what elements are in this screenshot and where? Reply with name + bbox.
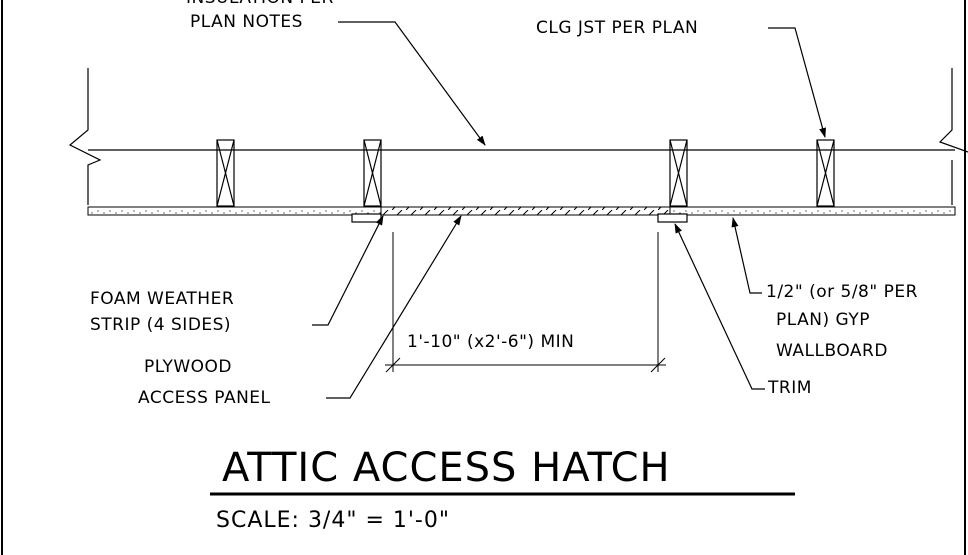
plywood-access-panel	[380, 206, 671, 216]
detail-scale: SCALE: 3/4" = 1'-0"	[216, 508, 450, 533]
joist-4	[816, 139, 835, 207]
joist-3	[669, 139, 688, 207]
label-clg-jst: CLG JST PER PLAN	[536, 18, 699, 38]
leader-gyp	[731, 217, 762, 294]
ceiling-joists	[216, 139, 835, 207]
label-plan-notes: PLAN NOTES	[190, 12, 303, 32]
label-foam-line2: STRIP (4 SIDES)	[90, 315, 232, 335]
leader-clg-jst	[768, 27, 826, 138]
label-dimension: 1'-10" (x2'-6") MIN	[407, 332, 575, 352]
leaders	[312, 21, 826, 399]
leader-foam	[312, 215, 384, 326]
label-gyp-line3: WALLBOARD	[776, 341, 888, 361]
framing-lines	[68, 68, 968, 205]
label-trim: TRIM	[768, 378, 812, 398]
label-foam-line1: FOAM WEATHER	[90, 289, 235, 309]
detail-title: ATTIC ACCESS HATCH	[222, 445, 671, 491]
joist-1	[216, 139, 235, 207]
label-plywood-line2: ACCESS PANEL	[138, 388, 271, 408]
label-gyp-line1: 1/2" (or 5/8" PER	[766, 282, 918, 302]
leader-trim	[674, 223, 765, 390]
leader-insulation	[338, 21, 486, 146]
leader-plywood	[326, 215, 462, 399]
label-gyp-line2: PLAN) GYP	[776, 310, 870, 330]
joist-2	[363, 139, 382, 207]
label-plywood-line1: PLYWOOD	[144, 357, 233, 377]
label-insulation-partial: INSULATION PER	[186, 0, 334, 8]
dimension-line	[385, 232, 666, 373]
